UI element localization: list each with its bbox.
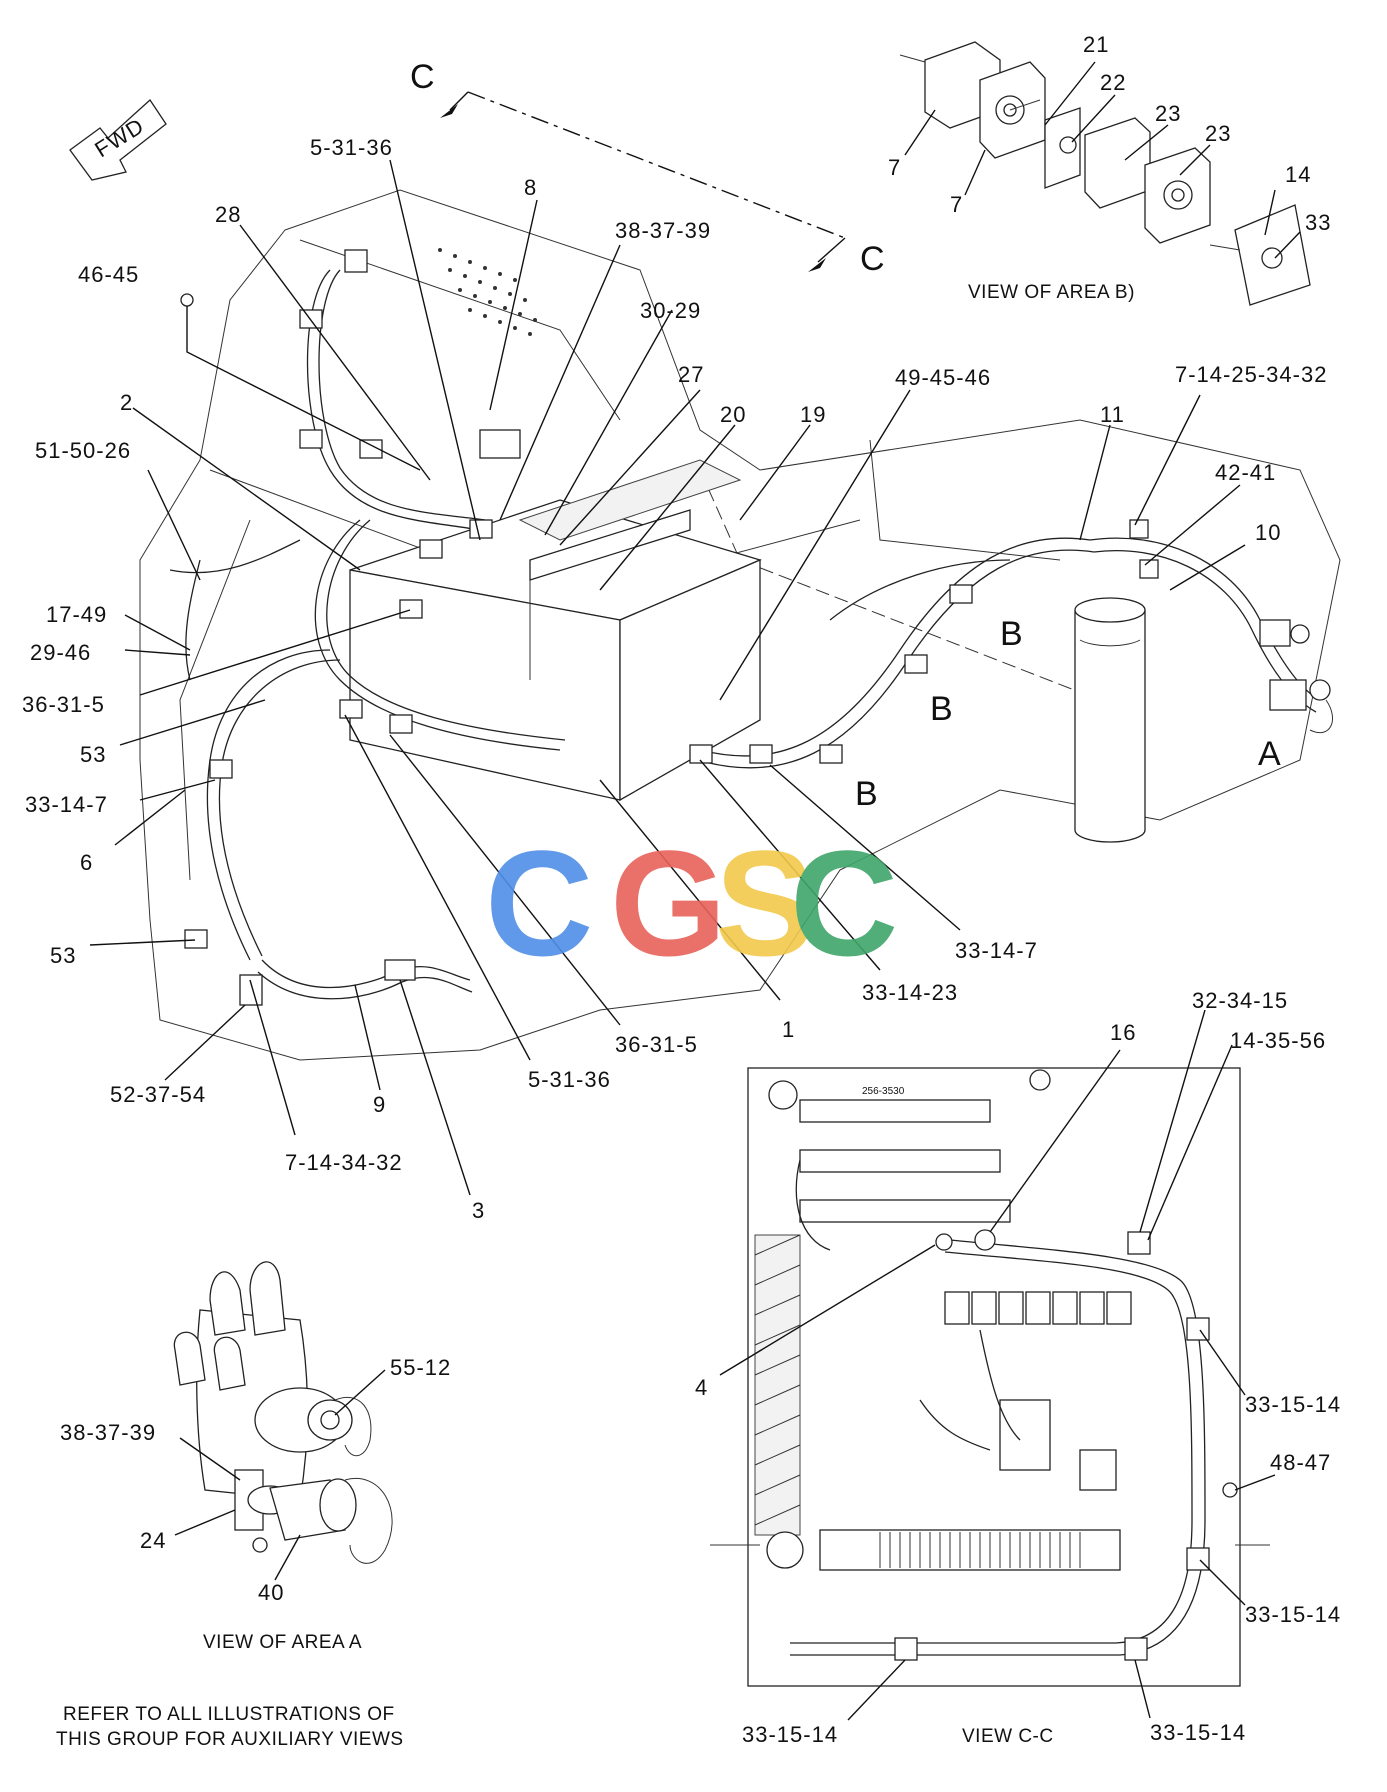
panel-harness — [790, 1159, 1206, 1656]
view-cc-callout-33-15-14-c: 33-15-14 — [742, 1722, 838, 1747]
view-cc-callout-33-15-14-a: 33-15-14 — [1245, 1392, 1341, 1417]
section-cut-line: C C — [410, 58, 885, 278]
view-cc-callout-33-15-14-d: 33-15-14 — [1150, 1720, 1246, 1745]
view-cc-callout-16: 16 — [1110, 1020, 1136, 1045]
callout-33-14-7-right: 33-14-7 — [955, 938, 1038, 963]
callout-3: 3 — [472, 1198, 485, 1223]
fwd-arrow: FWD — [69, 99, 167, 181]
callout-30-29: 30-29 — [640, 298, 701, 323]
callout-5-31-36-bottom: 5-31-36 — [528, 1067, 611, 1092]
view-cc-callout-33-15-14-b: 33-15-14 — [1245, 1602, 1341, 1627]
reference-note: REFER TO ALL ILLUSTRATIONS OF THIS GROUP… — [56, 1704, 404, 1750]
watermark-letter-1: C — [485, 819, 593, 987]
vertical-cylinder — [1074, 597, 1146, 843]
callout-46-45: 46-45 — [78, 262, 139, 287]
watermark-letter-3: S — [715, 819, 815, 987]
area-a-connectors — [1259, 619, 1334, 734]
callout-52-37-54: 52-37-54 — [110, 1082, 206, 1107]
view-a-callout-38-37-39: 38-37-39 — [60, 1420, 156, 1445]
callout-11: 11 — [1100, 402, 1125, 427]
callout-53-top: 53 — [80, 742, 106, 767]
view-a-callout-40: 40 — [258, 1580, 284, 1605]
callout-2: 2 — [120, 390, 133, 415]
perforated-plate — [438, 248, 537, 336]
callout-29-46: 29-46 — [30, 640, 91, 665]
view-area-a: 55-12 38-37-39 24 40 VIEW OF AREA A — [60, 1261, 451, 1653]
callout-19: 19 — [800, 402, 826, 427]
view-b-callout-14: 14 — [1285, 162, 1311, 187]
view-b-caption: VIEW OF AREA B) — [968, 282, 1135, 303]
harness-clamps — [184, 249, 1159, 1006]
callout-20: 20 — [720, 402, 746, 427]
hatched-strip — [754, 1234, 801, 1536]
view-b-callout-7-a: 7 — [888, 155, 901, 180]
view-cc-callout-14-35-56: 14-35-56 — [1230, 1028, 1326, 1053]
view-b-callout-23-b: 23 — [1205, 121, 1231, 146]
callout-10: 10 — [1255, 520, 1281, 545]
watermark-letter-2: G — [610, 819, 727, 987]
callout-42-41: 42-41 — [1215, 460, 1276, 485]
watermark-letter-4: C — [790, 819, 898, 987]
callout-17-49: 17-49 — [46, 602, 107, 627]
callout-27: 27 — [678, 362, 704, 387]
view-cc-callout-4: 4 — [695, 1375, 708, 1400]
view-a-callout-24: 24 — [140, 1528, 166, 1553]
callout-9: 9 — [373, 1092, 386, 1117]
view-cc-callout-32-34-15: 32-34-15 — [1192, 988, 1288, 1013]
callout-49-45-46: 49-45-46 — [895, 365, 991, 390]
control-box — [349, 459, 762, 802]
bottom-terminal — [766, 1529, 1121, 1571]
callout-5-31-36-top: 5-31-36 — [310, 135, 393, 160]
view-b-callout-23-a: 23 — [1155, 101, 1181, 126]
area-b-marker-2: B — [930, 690, 953, 728]
area-b-marker-1: B — [1000, 615, 1023, 653]
callout-36-31-5-left: 36-31-5 — [22, 692, 105, 717]
callout-labels: 5-31-36 8 28 38-37-39 46-45 30-29 27 2 2… — [22, 135, 1327, 1223]
view-a-callout-55-12: 55-12 — [390, 1355, 451, 1380]
callout-28: 28 — [215, 202, 241, 227]
section-c-marker-right: C — [860, 240, 885, 278]
view-a-caption: VIEW OF AREA A — [203, 1632, 362, 1653]
panel-tag: 256-3530 — [862, 1086, 905, 1097]
view-b-callout-21: 21 — [1083, 32, 1109, 57]
bolt-46-45 — [180, 293, 194, 342]
callout-6: 6 — [80, 850, 93, 875]
view-b-callout-7-b: 7 — [950, 192, 963, 217]
callout-7-14-25-34-32: 7-14-25-34-32 — [1175, 362, 1327, 387]
view-cc: 256-3530 — [695, 988, 1341, 1747]
callout-36-31-5-bottom: 36-31-5 — [615, 1032, 698, 1057]
callout-leaders — [89, 159, 1246, 1196]
callout-8: 8 — [524, 175, 537, 200]
callout-1: 1 — [782, 1017, 795, 1042]
view-cc-callout-48-47: 48-47 — [1270, 1450, 1331, 1475]
view-b-callout-33: 33 — [1305, 210, 1331, 235]
callout-7-14-34-32: 7-14-34-32 — [285, 1150, 403, 1175]
relay-bank — [944, 1291, 1132, 1491]
callout-53-bottom: 53 — [50, 943, 76, 968]
view-area-b: 21 22 23 23 14 33 7 7 VIEW OF AREA B) — [888, 32, 1331, 306]
note-line-1: REFER TO ALL ILLUSTRATIONS OF — [63, 1704, 395, 1725]
callout-33-14-7-left: 33-14-7 — [25, 792, 108, 817]
area-b-marker-3: B — [855, 775, 878, 813]
callout-33-14-23: 33-14-23 — [862, 980, 958, 1005]
section-c-marker-top: C — [410, 58, 435, 96]
note-line-2: THIS GROUP FOR AUXILIARY VIEWS — [56, 1729, 404, 1750]
area-a-marker: A — [1258, 735, 1281, 773]
callout-38-37-39-top: 38-37-39 — [615, 218, 711, 243]
view-b-callout-22: 22 — [1100, 70, 1126, 95]
watermark: C G S C — [485, 819, 898, 987]
main-assembly: B B B A — [139, 189, 1341, 1061]
callout-51-50-26: 51-50-26 — [35, 438, 131, 463]
view-cc-caption: VIEW C-C — [962, 1726, 1054, 1747]
